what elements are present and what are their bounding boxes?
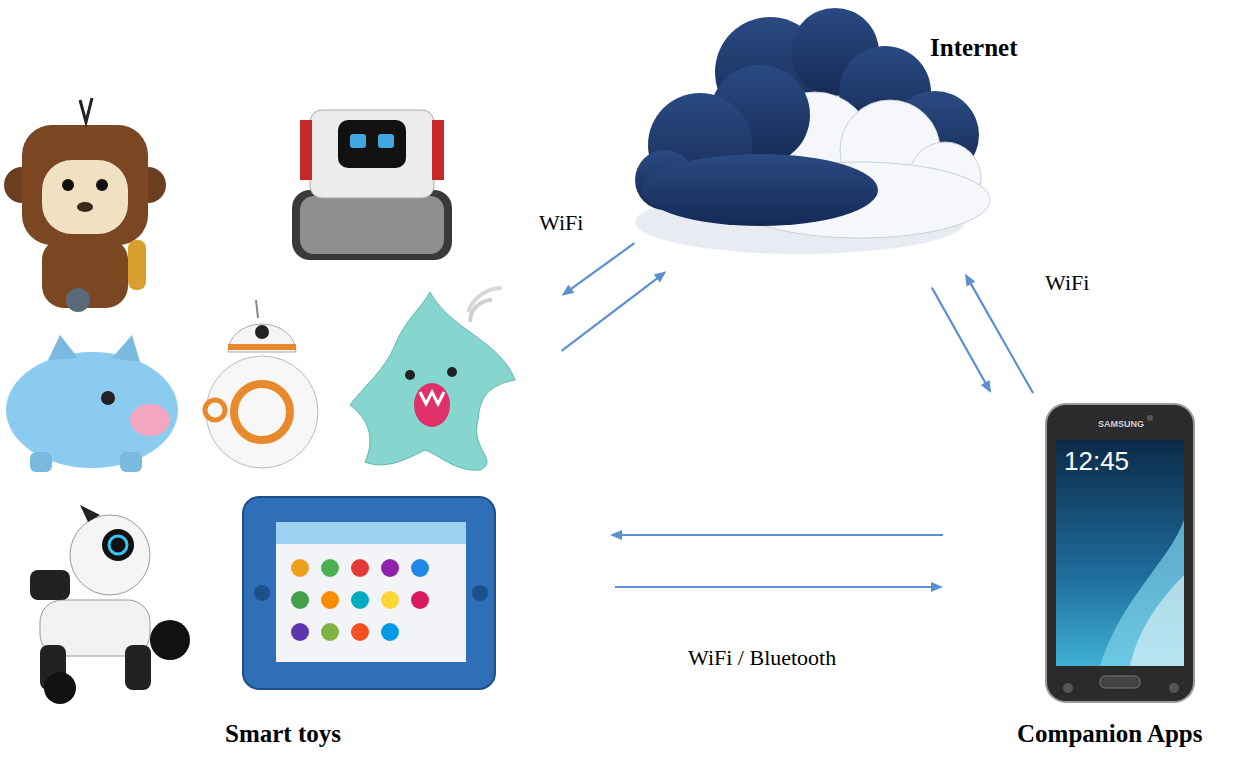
- connector-line: [615, 586, 933, 588]
- arrow-head: [965, 273, 975, 286]
- node-title: Internet: [930, 34, 1017, 63]
- node-title: Companion Apps: [1017, 720, 1203, 749]
- connector-arrow: [610, 530, 943, 540]
- arrow-head: [562, 285, 575, 296]
- edge-label: WiFi: [537, 210, 585, 235]
- connector-arrow: [562, 243, 635, 296]
- robot-toy: [292, 110, 452, 260]
- arrow-head: [981, 380, 991, 393]
- brand-text: SAMSUNG: [1098, 420, 1144, 430]
- connector-arrow: [615, 582, 943, 592]
- connector-line: [970, 282, 1033, 393]
- clock-text: 12:45: [1064, 447, 1129, 476]
- toys-node: Smart toys: [0, 90, 560, 762]
- arrow-head: [931, 582, 943, 592]
- edge-label: WiFi: [1043, 270, 1091, 295]
- connector-line: [932, 287, 986, 384]
- connector-arrow: [965, 273, 1033, 393]
- connector-line: [562, 277, 659, 351]
- node-title: Smart toys: [225, 720, 341, 749]
- bb8-toy: [205, 300, 318, 468]
- arrow-head: [654, 271, 667, 282]
- connector-arrow: [562, 271, 667, 351]
- phone-icon: [1046, 404, 1194, 702]
- monkey-toy: [4, 98, 166, 312]
- cloud-node: Internet: [636, 8, 1046, 270]
- tablet-toy: [243, 497, 495, 689]
- connector-line: [620, 534, 943, 536]
- arrow-head: [610, 530, 622, 540]
- plush-creature-toy: [350, 288, 515, 470]
- edge-label: WiFi / Bluetooth: [686, 645, 838, 670]
- robot-dog-toy: [30, 505, 190, 704]
- pig-toy: [6, 335, 178, 472]
- connector-line: [570, 243, 635, 290]
